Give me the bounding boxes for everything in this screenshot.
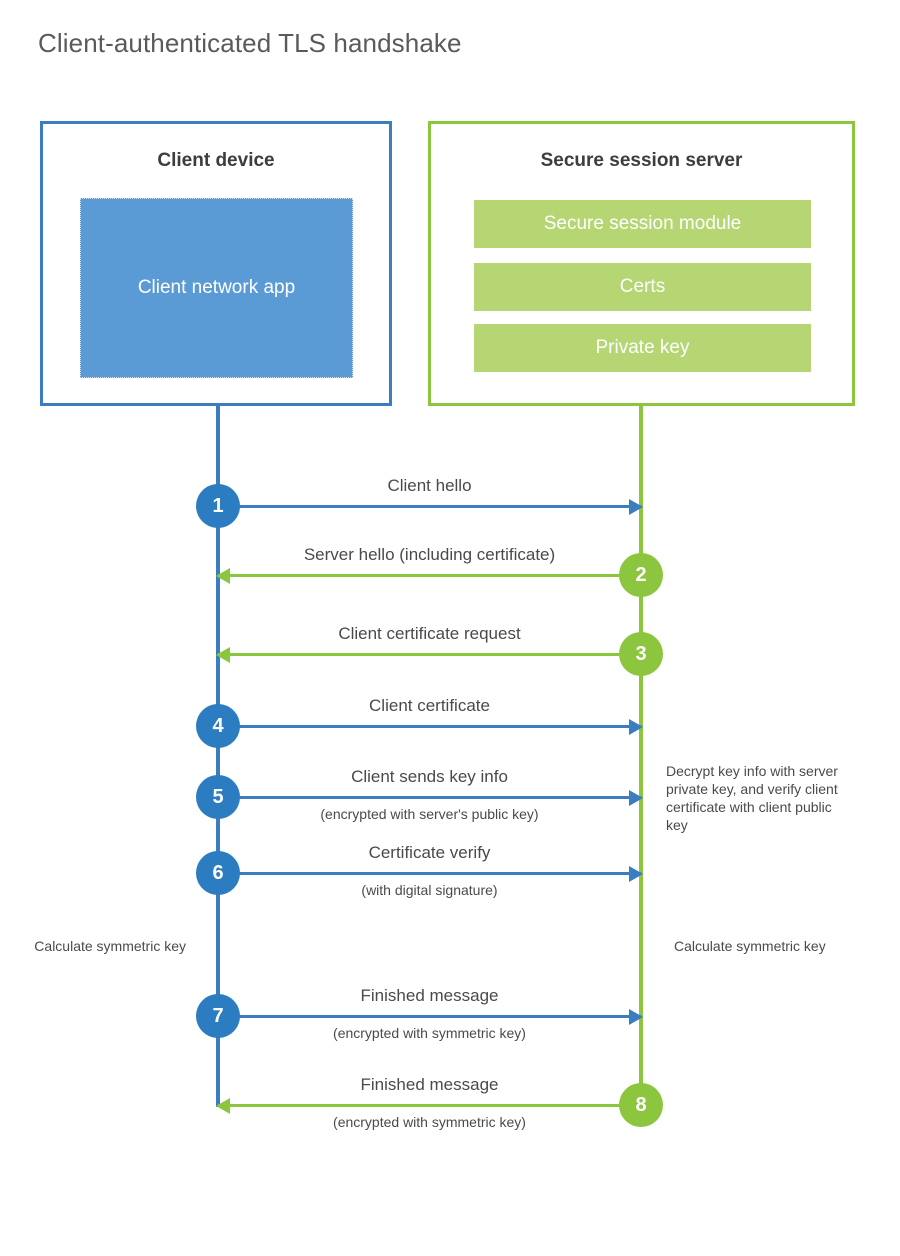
arrowhead-icon-4 <box>629 719 643 735</box>
server-component-private-key: Private key <box>474 324 811 372</box>
server-component-label: Private key <box>595 337 690 358</box>
step-circle-4: 4 <box>196 704 240 748</box>
arrowhead-icon-3 <box>216 647 230 663</box>
step-circle-5: 5 <box>196 775 240 819</box>
message-label-6: Certificate verify <box>368 843 491 862</box>
message-label-8: Finished message <box>360 1075 499 1094</box>
step-circle-3: 3 <box>619 632 663 676</box>
client-lifeline <box>216 404 220 1107</box>
client-calculate-symmetric-key-note: Calculate symmetric key <box>34 938 186 954</box>
server-decrypt-note: Decrypt key info with server private key… <box>666 763 838 833</box>
step-circle-8: 8 <box>619 1083 663 1127</box>
arrowhead-icon-7 <box>629 1009 643 1025</box>
step-circle-1: 1 <box>196 484 240 528</box>
message-arrow-line-3 <box>218 653 641 656</box>
server-lifeline <box>639 404 643 1107</box>
server-component-label: Secure session module <box>543 213 742 234</box>
server-component-label: Certs <box>619 276 666 297</box>
message-arrow-line-6 <box>218 872 641 875</box>
message-label-3: Client certificate request <box>338 624 521 643</box>
message-sublabel-6: (with digital signature) <box>361 882 498 898</box>
secure-session-server-box: Secure session server Secure session mod… <box>428 121 855 406</box>
step-circle-7: 7 <box>196 994 240 1038</box>
message-label-1: Client hello <box>387 476 472 495</box>
client-device-title: Client device <box>157 150 275 171</box>
message-label-2: Server hello (including certificate) <box>303 545 556 564</box>
page-title: Client-authenticated TLS handshake <box>38 28 462 58</box>
message-arrow-line-7 <box>218 1015 641 1018</box>
message-label-7: Finished message <box>360 986 499 1005</box>
message-arrow-line-5 <box>218 796 641 799</box>
arrowhead-icon-2 <box>216 568 230 584</box>
message-arrow-line-2 <box>218 574 641 577</box>
message-sublabel-7: (encrypted with symmetric key) <box>333 1025 526 1041</box>
arrowhead-icon-6 <box>629 866 643 882</box>
client-network-app-label: Client network app <box>137 277 296 298</box>
server-calculate-symmetric-key-note: Calculate symmetric key <box>674 938 826 954</box>
message-label-4: Client certificate <box>369 696 490 715</box>
arrowhead-icon-8 <box>216 1098 230 1114</box>
step-circle-2: 2 <box>619 553 663 597</box>
secure-session-server-title: Secure session server <box>540 150 743 171</box>
server-component-certs: Certs <box>474 263 811 311</box>
client-device-box: Client device Client network app <box>40 121 392 406</box>
message-arrow-line-1 <box>218 505 641 508</box>
message-sublabel-8: (encrypted with symmetric key) <box>333 1114 526 1130</box>
client-network-app-block: Client network app <box>80 198 353 378</box>
server-component-secure-session-module: Secure session module <box>474 200 811 248</box>
message-arrow-line-4 <box>218 725 641 728</box>
message-arrow-line-8 <box>218 1104 641 1107</box>
message-label-5: Client sends key info <box>351 767 508 786</box>
arrowhead-icon-5 <box>629 790 643 806</box>
arrowhead-icon-1 <box>629 499 643 515</box>
message-sublabel-5: (encrypted with server's public key) <box>320 806 539 822</box>
step-circle-6: 6 <box>196 851 240 895</box>
